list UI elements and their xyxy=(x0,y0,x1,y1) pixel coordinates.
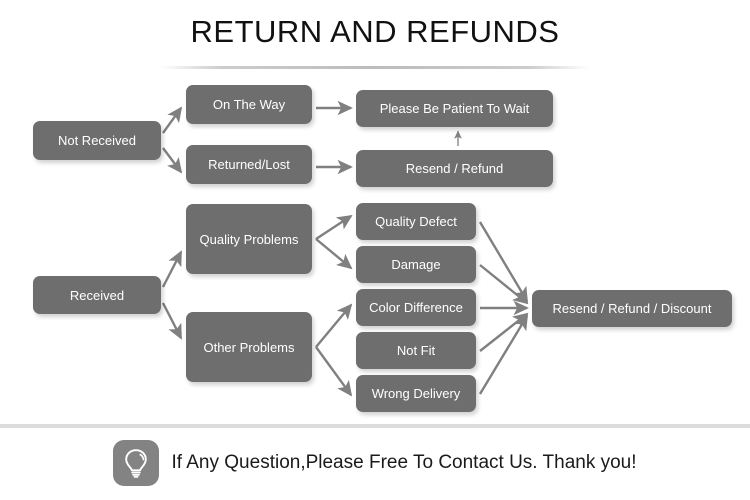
lightbulb-icon xyxy=(113,440,160,486)
node-wrong-delivery[interactable]: Wrong Delivery xyxy=(356,375,476,412)
node-received[interactable]: Received xyxy=(33,276,161,314)
edge-damage-to-final xyxy=(479,264,529,305)
edge-not-received-to-on-the-way xyxy=(162,106,183,134)
page-title: RETURN AND REFUNDS xyxy=(190,14,560,49)
edge-received-to-quality-problems xyxy=(161,250,183,288)
footer-contact-text: If Any Question,Please Free To Contact U… xyxy=(171,452,637,473)
edge-quality-problems-to-damage xyxy=(315,238,353,270)
edge-other-problems-to-color-difference xyxy=(315,303,353,348)
node-color-difference[interactable]: Color Difference xyxy=(356,289,476,326)
edge-wrong-delivery-to-final xyxy=(478,314,529,395)
footer-contact-banner: If Any Question,Please Free To Contact U… xyxy=(0,434,750,492)
edge-quality-problems-to-quality-defect xyxy=(315,214,353,241)
node-resend-refund-discount[interactable]: Resend / Refund / Discount xyxy=(532,290,732,327)
edge-received-to-other-problems xyxy=(161,302,183,340)
edge-not-fit-to-final xyxy=(479,312,529,352)
node-returned-lost[interactable]: Returned/Lost xyxy=(186,145,312,184)
node-on-the-way[interactable]: On The Way xyxy=(186,85,312,124)
node-quality-defect[interactable]: Quality Defect xyxy=(356,203,476,240)
footer-divider xyxy=(0,424,750,428)
title-divider xyxy=(160,66,590,69)
node-other-problems[interactable]: Other Problems xyxy=(186,312,312,382)
node-damage[interactable]: Damage xyxy=(356,246,476,283)
node-please-be-patient-to-wait[interactable]: Please Be Patient To Wait xyxy=(356,90,553,127)
node-not-received[interactable]: Not Received xyxy=(33,121,161,160)
edge-quality-defect-to-final xyxy=(478,221,529,303)
node-quality-problems[interactable]: Quality Problems xyxy=(186,204,312,274)
edge-not-received-to-returned-lost xyxy=(162,147,183,174)
node-not-fit[interactable]: Not Fit xyxy=(356,332,476,369)
node-resend-refund[interactable]: Resend / Refund xyxy=(356,150,553,187)
edge-other-problems-to-wrong-delivery xyxy=(315,346,353,397)
